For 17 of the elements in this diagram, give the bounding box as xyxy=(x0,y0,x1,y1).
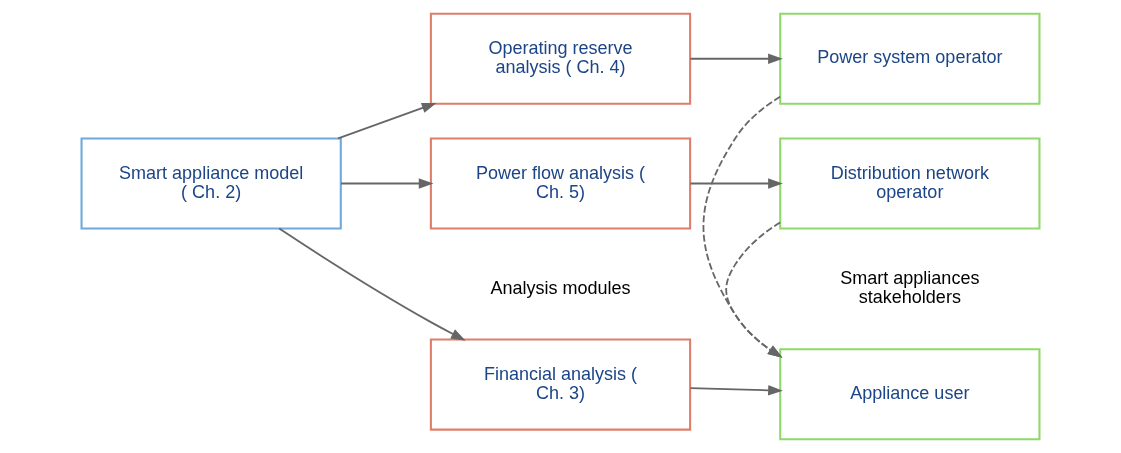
arrow xyxy=(340,178,434,189)
node-box: Operating reserve analysis ( Ch. 4) xyxy=(429,12,692,105)
node-box: Power flow analysis ( Ch. 5) xyxy=(429,137,692,230)
arrow xyxy=(337,102,437,140)
arrow xyxy=(689,53,783,64)
node-box: Smart appliance model ( Ch. 2) xyxy=(80,137,342,230)
node-box: Financial analysis ( Ch. 3) xyxy=(429,338,692,431)
node-box: Power system operator xyxy=(779,12,1041,105)
arrow xyxy=(702,95,783,358)
label: Smart appliances stakeholders xyxy=(840,267,980,308)
arrow xyxy=(725,221,783,358)
arrow xyxy=(689,178,783,189)
arrow xyxy=(278,227,466,341)
label: Analysis modules xyxy=(490,277,631,298)
arrow xyxy=(689,385,783,396)
node-box: Distribution network operator xyxy=(779,137,1041,230)
node-box: Appliance user xyxy=(779,348,1041,441)
